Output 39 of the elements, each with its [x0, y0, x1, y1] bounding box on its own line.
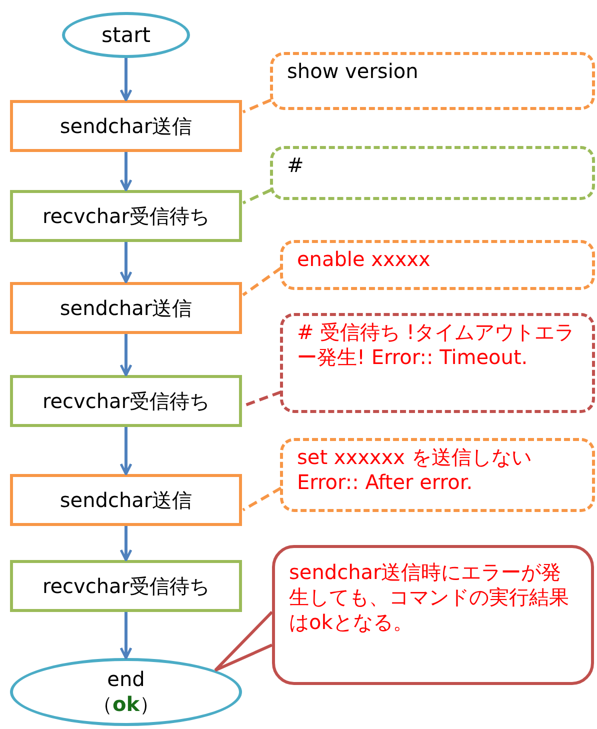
- process-box: [10, 100, 242, 152]
- leader-line: [242, 188, 272, 204]
- leader-line: [242, 266, 282, 296]
- terminal-label: end: [106, 667, 146, 692]
- arrow: [120, 152, 132, 192]
- leader-line: [242, 98, 272, 114]
- callout-box: [270, 146, 595, 200]
- arrow: [120, 526, 132, 562]
- arrow: [120, 58, 132, 102]
- speech-bubble: [272, 545, 594, 685]
- process-box: [10, 560, 242, 612]
- callout-text: set xxxxxx を送信しない Error:: After error.: [297, 445, 532, 495]
- callout-text: #: [287, 153, 305, 178]
- step-label: recvchar受信待ち: [41, 574, 211, 598]
- step-label: recvchar受信待ち: [41, 388, 211, 414]
- arrow: [120, 242, 132, 284]
- step-label: sendchar送信: [58, 296, 194, 320]
- step-label: sendchar送信: [58, 114, 194, 138]
- arrow: [120, 427, 132, 476]
- callout-text: sendchar送信時にエラーが発生しても、コマンドの実行結果はokとなる。: [289, 560, 570, 635]
- arrow: [120, 334, 132, 376]
- callout-box: [280, 313, 595, 413]
- callout-box: [280, 240, 595, 290]
- process-box: [10, 474, 242, 526]
- terminal-label: （ok）: [91, 692, 161, 717]
- process-box: [10, 375, 242, 427]
- process-box: [10, 190, 242, 242]
- step-label: recvchar受信待ち: [41, 204, 211, 228]
- step-label: sendchar送信: [58, 488, 194, 512]
- bubble-tail: [214, 610, 274, 672]
- callout-text: enable xxxxx: [297, 247, 432, 272]
- callout-box: [280, 438, 595, 512]
- leader-line: [242, 486, 282, 512]
- process-box: [10, 282, 242, 334]
- callout-box: [270, 52, 595, 110]
- arrow: [120, 612, 132, 660]
- callout-text: show version: [287, 59, 420, 84]
- terminal-label: start: [100, 22, 152, 48]
- callout-text: # 受信待ち !タイムアウトエラー発生! Error:: Timeout.: [297, 320, 576, 370]
